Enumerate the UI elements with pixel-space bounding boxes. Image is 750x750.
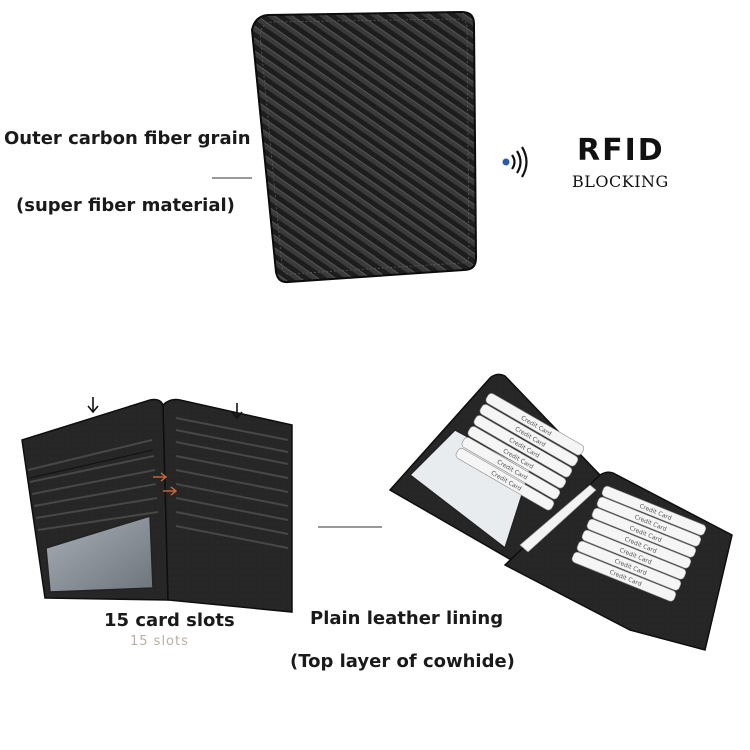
svg-text:Credit Card: Credit Card: [502, 448, 535, 471]
svg-text:Credit Card: Credit Card: [514, 426, 547, 449]
svg-text:Credit Card: Credit Card: [628, 525, 662, 544]
svg-text:Credit Card: Credit Card: [613, 558, 647, 577]
credit-card: Credit Card: [455, 448, 555, 511]
credit-card: Credit Card: [473, 415, 573, 478]
lining-label: Plain leather lining: [310, 608, 504, 629]
credit-card: Credit Card: [591, 507, 697, 558]
arrow-right-icon: [153, 472, 168, 482]
open-wallet-card-slots: [21, 398, 293, 613]
svg-text:Credit Card: Credit Card: [638, 503, 672, 522]
credit-card: Credit Card: [576, 540, 682, 591]
credit-card: Credit Card: [467, 426, 567, 489]
outer-grain-label: Outer carbon fiber grain: [4, 128, 251, 149]
svg-text:Credit Card: Credit Card: [490, 470, 523, 493]
credit-card: Credit Card: [485, 393, 585, 456]
carbon-wallet-front: [250, 10, 478, 284]
arrow-down-icon: [231, 403, 243, 420]
rfid-signal-icon: [502, 146, 528, 178]
card-slots-label: 15 card slots: [104, 610, 235, 631]
svg-text:Credit Card: Credit Card: [508, 437, 541, 460]
arrow-down-icon: [87, 397, 99, 414]
credit-card: Credit Card: [586, 518, 692, 569]
svg-text:Credit Card: Credit Card: [633, 514, 667, 533]
svg-text:Credit Card: Credit Card: [608, 569, 642, 588]
svg-text:Credit Card: Credit Card: [618, 547, 652, 566]
material-label: (super fiber material): [16, 195, 235, 216]
credit-card: Credit Card: [601, 485, 707, 536]
credit-card: Credit Card: [571, 551, 677, 602]
credit-card: Credit Card: [581, 529, 687, 580]
arrow-right-icon: [163, 486, 178, 496]
credit-card: Credit Card: [596, 496, 702, 547]
svg-text:Credit Card: Credit Card: [520, 415, 553, 438]
card-slots-faint-label: 15 slots: [130, 634, 189, 649]
rfid-subtitle: BLOCKING: [572, 172, 669, 191]
credit-card: Credit Card: [479, 404, 579, 467]
svg-text:Credit Card: Credit Card: [623, 536, 657, 555]
svg-text:Credit Card: Credit Card: [496, 459, 529, 482]
lining-detail-label: (Top layer of cowhide): [290, 651, 515, 672]
rfid-title: RFID: [577, 133, 665, 168]
credit-card: Credit Card: [461, 437, 561, 500]
